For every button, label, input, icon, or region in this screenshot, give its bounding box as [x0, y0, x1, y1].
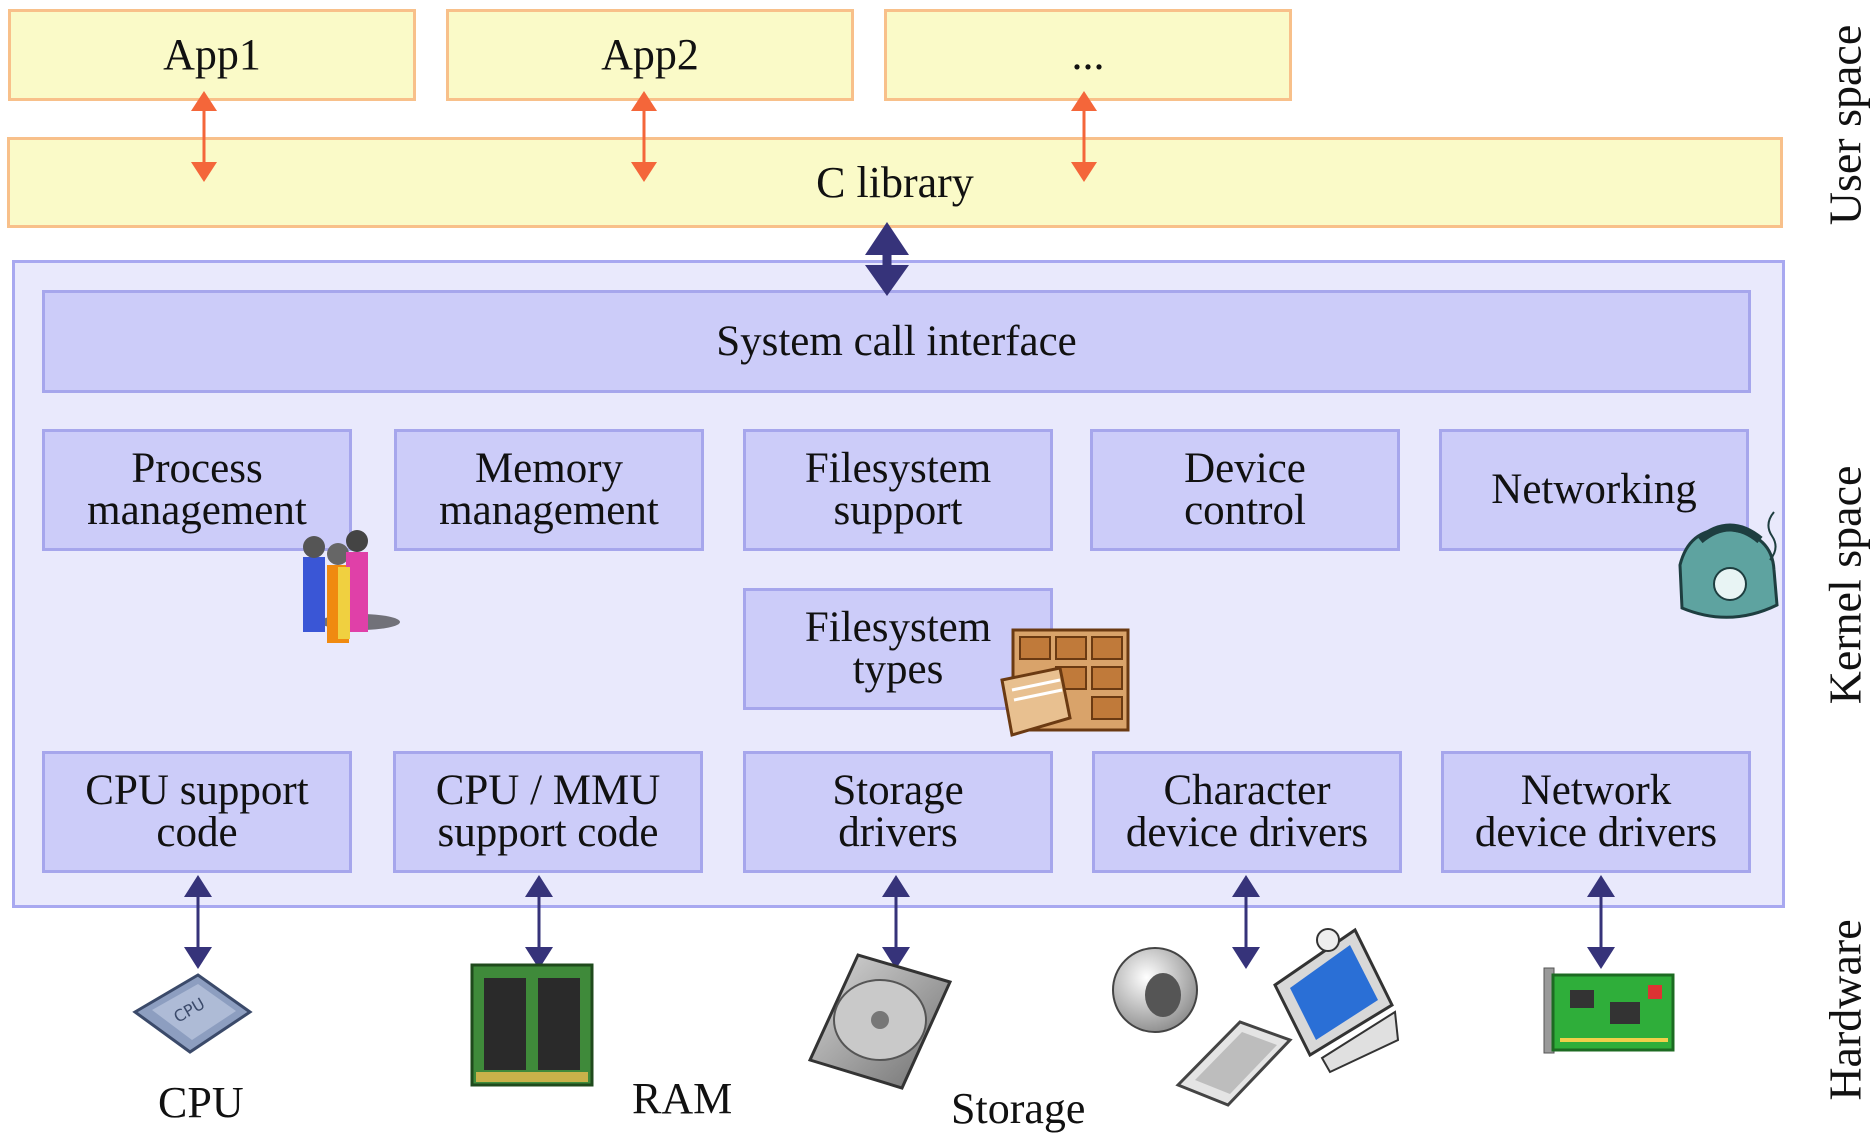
- app1-box: App1: [8, 9, 416, 101]
- device-control-line2: control: [1184, 487, 1306, 534]
- telephone-icon: [1678, 511, 1779, 619]
- syscall-interface-box: System call interface: [42, 290, 1751, 393]
- filesystem-types-line1: Filesystem: [804, 604, 992, 651]
- network-card-arrow: [1587, 875, 1615, 969]
- hardware-arrows: [184, 875, 1615, 969]
- app1-arrow: [191, 91, 217, 182]
- storage-arrow: [882, 875, 910, 969]
- monitor-icon: [1273, 927, 1400, 1074]
- app2-arrow: [631, 91, 657, 182]
- network-card-icon: [1543, 967, 1675, 1054]
- filesystem-support-line2: support: [833, 487, 963, 534]
- app-more-label: ...: [1071, 30, 1105, 79]
- cpu-mmu-line2: support code: [437, 809, 659, 856]
- cpu-chip-icon: CPU: [132, 973, 253, 1054]
- cpu-label: CPU: [158, 1078, 244, 1127]
- people-icon: [303, 530, 400, 643]
- hardware-label: Hardware: [1819, 919, 1871, 1101]
- filesystem-support-line1: Filesystem: [804, 445, 992, 492]
- cpu-support-line1: CPU support: [85, 767, 309, 814]
- cpu-arrow: [184, 875, 212, 969]
- kernel-space-label: Kernel space: [1819, 465, 1871, 705]
- character-devices-arrow: [1232, 875, 1260, 969]
- app-more-arrow: [1071, 91, 1097, 182]
- file-cabinet-icon: [1000, 628, 1130, 737]
- syscall-arrow: [865, 222, 909, 296]
- app2-label: App2: [601, 30, 699, 79]
- ram-label: RAM: [632, 1074, 733, 1123]
- ram-module-icon: [470, 963, 594, 1087]
- character-drivers-line2: device drivers: [1125, 809, 1369, 856]
- c-library-box: C library: [7, 137, 1783, 228]
- app1-label: App1: [163, 30, 261, 79]
- network-drivers-line1: Network: [1520, 767, 1672, 814]
- app2-box: App2: [446, 9, 854, 101]
- user-arrows: [191, 91, 1097, 182]
- hard-disk-icon: [807, 953, 953, 1090]
- keyboard-icon: [1175, 1020, 1293, 1107]
- storage-drivers-line1: Storage: [832, 767, 964, 814]
- character-drivers-line1: Character: [1163, 767, 1331, 814]
- process-management-line2: management: [87, 487, 307, 534]
- networking-label: Networking: [1491, 466, 1697, 513]
- filesystem-types-line2: types: [852, 646, 944, 693]
- cpu-support-line2: code: [156, 809, 238, 856]
- user-space-label: User space: [1819, 24, 1871, 226]
- memory-management-line1: Memory: [474, 445, 624, 492]
- c-library-label: C library: [816, 157, 974, 207]
- cpu-mmu-line1: CPU / MMU: [435, 767, 661, 814]
- syscall-interface-label: System call interface: [716, 317, 1077, 365]
- networking-box: Networking: [1439, 429, 1749, 551]
- speaker-icon: [1112, 947, 1198, 1033]
- network-drivers-line2: device drivers: [1474, 809, 1718, 856]
- storage-drivers-line2: drivers: [838, 809, 958, 856]
- app-more-box: ...: [884, 9, 1292, 101]
- process-management-line1: Process: [131, 445, 263, 492]
- ram-arrow: [525, 875, 553, 969]
- device-control-line1: Device: [1184, 445, 1306, 492]
- memory-management-line2: management: [439, 487, 659, 534]
- storage-label: Storage: [951, 1084, 1086, 1133]
